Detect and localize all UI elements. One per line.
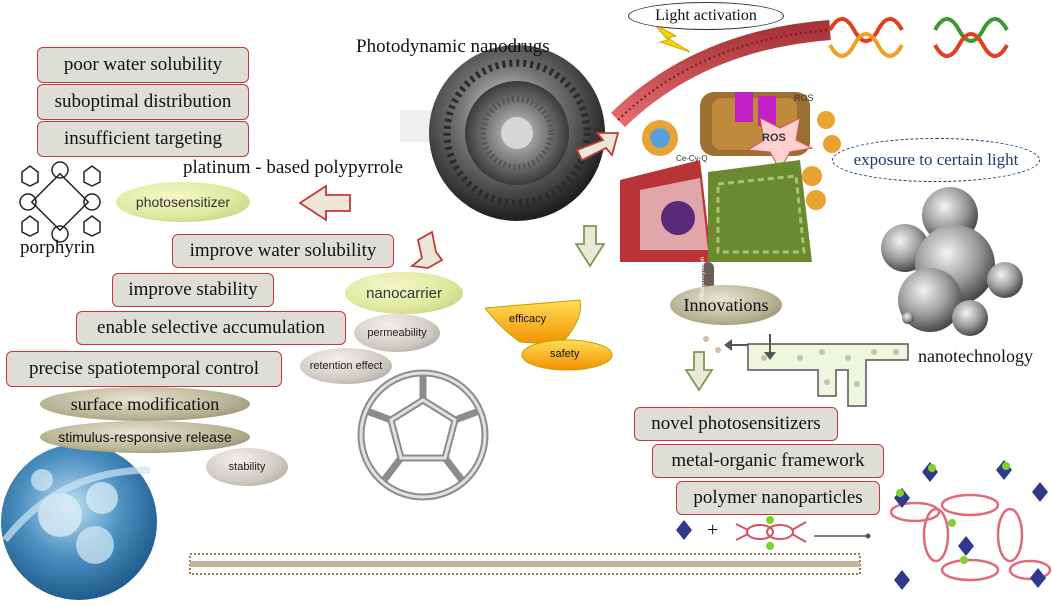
innovation-box-mof: metal-organic framework bbox=[652, 444, 884, 478]
ros-label-large: ROS bbox=[762, 132, 786, 144]
challenge-box-distribution: suboptimal distribution bbox=[37, 84, 249, 120]
innovation-box-polymer: polymer nanoparticles bbox=[676, 481, 880, 515]
retention-effect-ellipse: retention effect bbox=[300, 348, 392, 384]
innovation-box-photosensitizers: novel photosensitizers bbox=[634, 407, 838, 441]
exposure-ellipse: exposure to certain light bbox=[832, 138, 1040, 182]
nanotechnology-label: nanotechnology bbox=[918, 346, 1033, 366]
center-title: Photodynamic nanodrugs bbox=[356, 36, 550, 57]
benefit-box-stability: improve stability bbox=[112, 273, 274, 307]
benefit-box-solubility: improve water solubility bbox=[172, 234, 394, 268]
efficacy-label: efficacy bbox=[509, 313, 547, 325]
photosensitizer-ellipse: photosensitizer bbox=[116, 182, 250, 222]
tube-label: Phosphorylation bbox=[700, 256, 706, 300]
light-activation-ellipse: Light activation bbox=[628, 2, 784, 30]
challenge-box-solubility: poor water solubility bbox=[37, 47, 249, 83]
permeability-ellipse: permeability bbox=[354, 314, 440, 352]
stability-ellipse: stability bbox=[206, 448, 288, 486]
benefit-box-control: precise spatiotemporal control bbox=[6, 351, 282, 387]
benefit-box-accumulation: enable selective accumulation bbox=[76, 311, 346, 345]
innovations-ellipse: Innovations bbox=[670, 285, 782, 325]
strategy-surface-modification: surface modification bbox=[40, 387, 250, 421]
challenge-box-targeting: insufficient targeting bbox=[37, 121, 249, 157]
porphyrin-label: porphyrin bbox=[20, 237, 95, 258]
nanocarrier-ellipse: nanocarrier bbox=[345, 272, 463, 314]
safety-label: safety bbox=[550, 348, 580, 360]
ros-label-small: ROS bbox=[794, 93, 814, 103]
plus-sign: + bbox=[707, 519, 719, 541]
cell-drug-label: Ce-Cy-Q bbox=[676, 154, 708, 163]
platinum-label: platinum - based polypyrrole bbox=[183, 157, 404, 178]
strategy-stimulus-release: stimulus-responsive release bbox=[40, 421, 250, 453]
